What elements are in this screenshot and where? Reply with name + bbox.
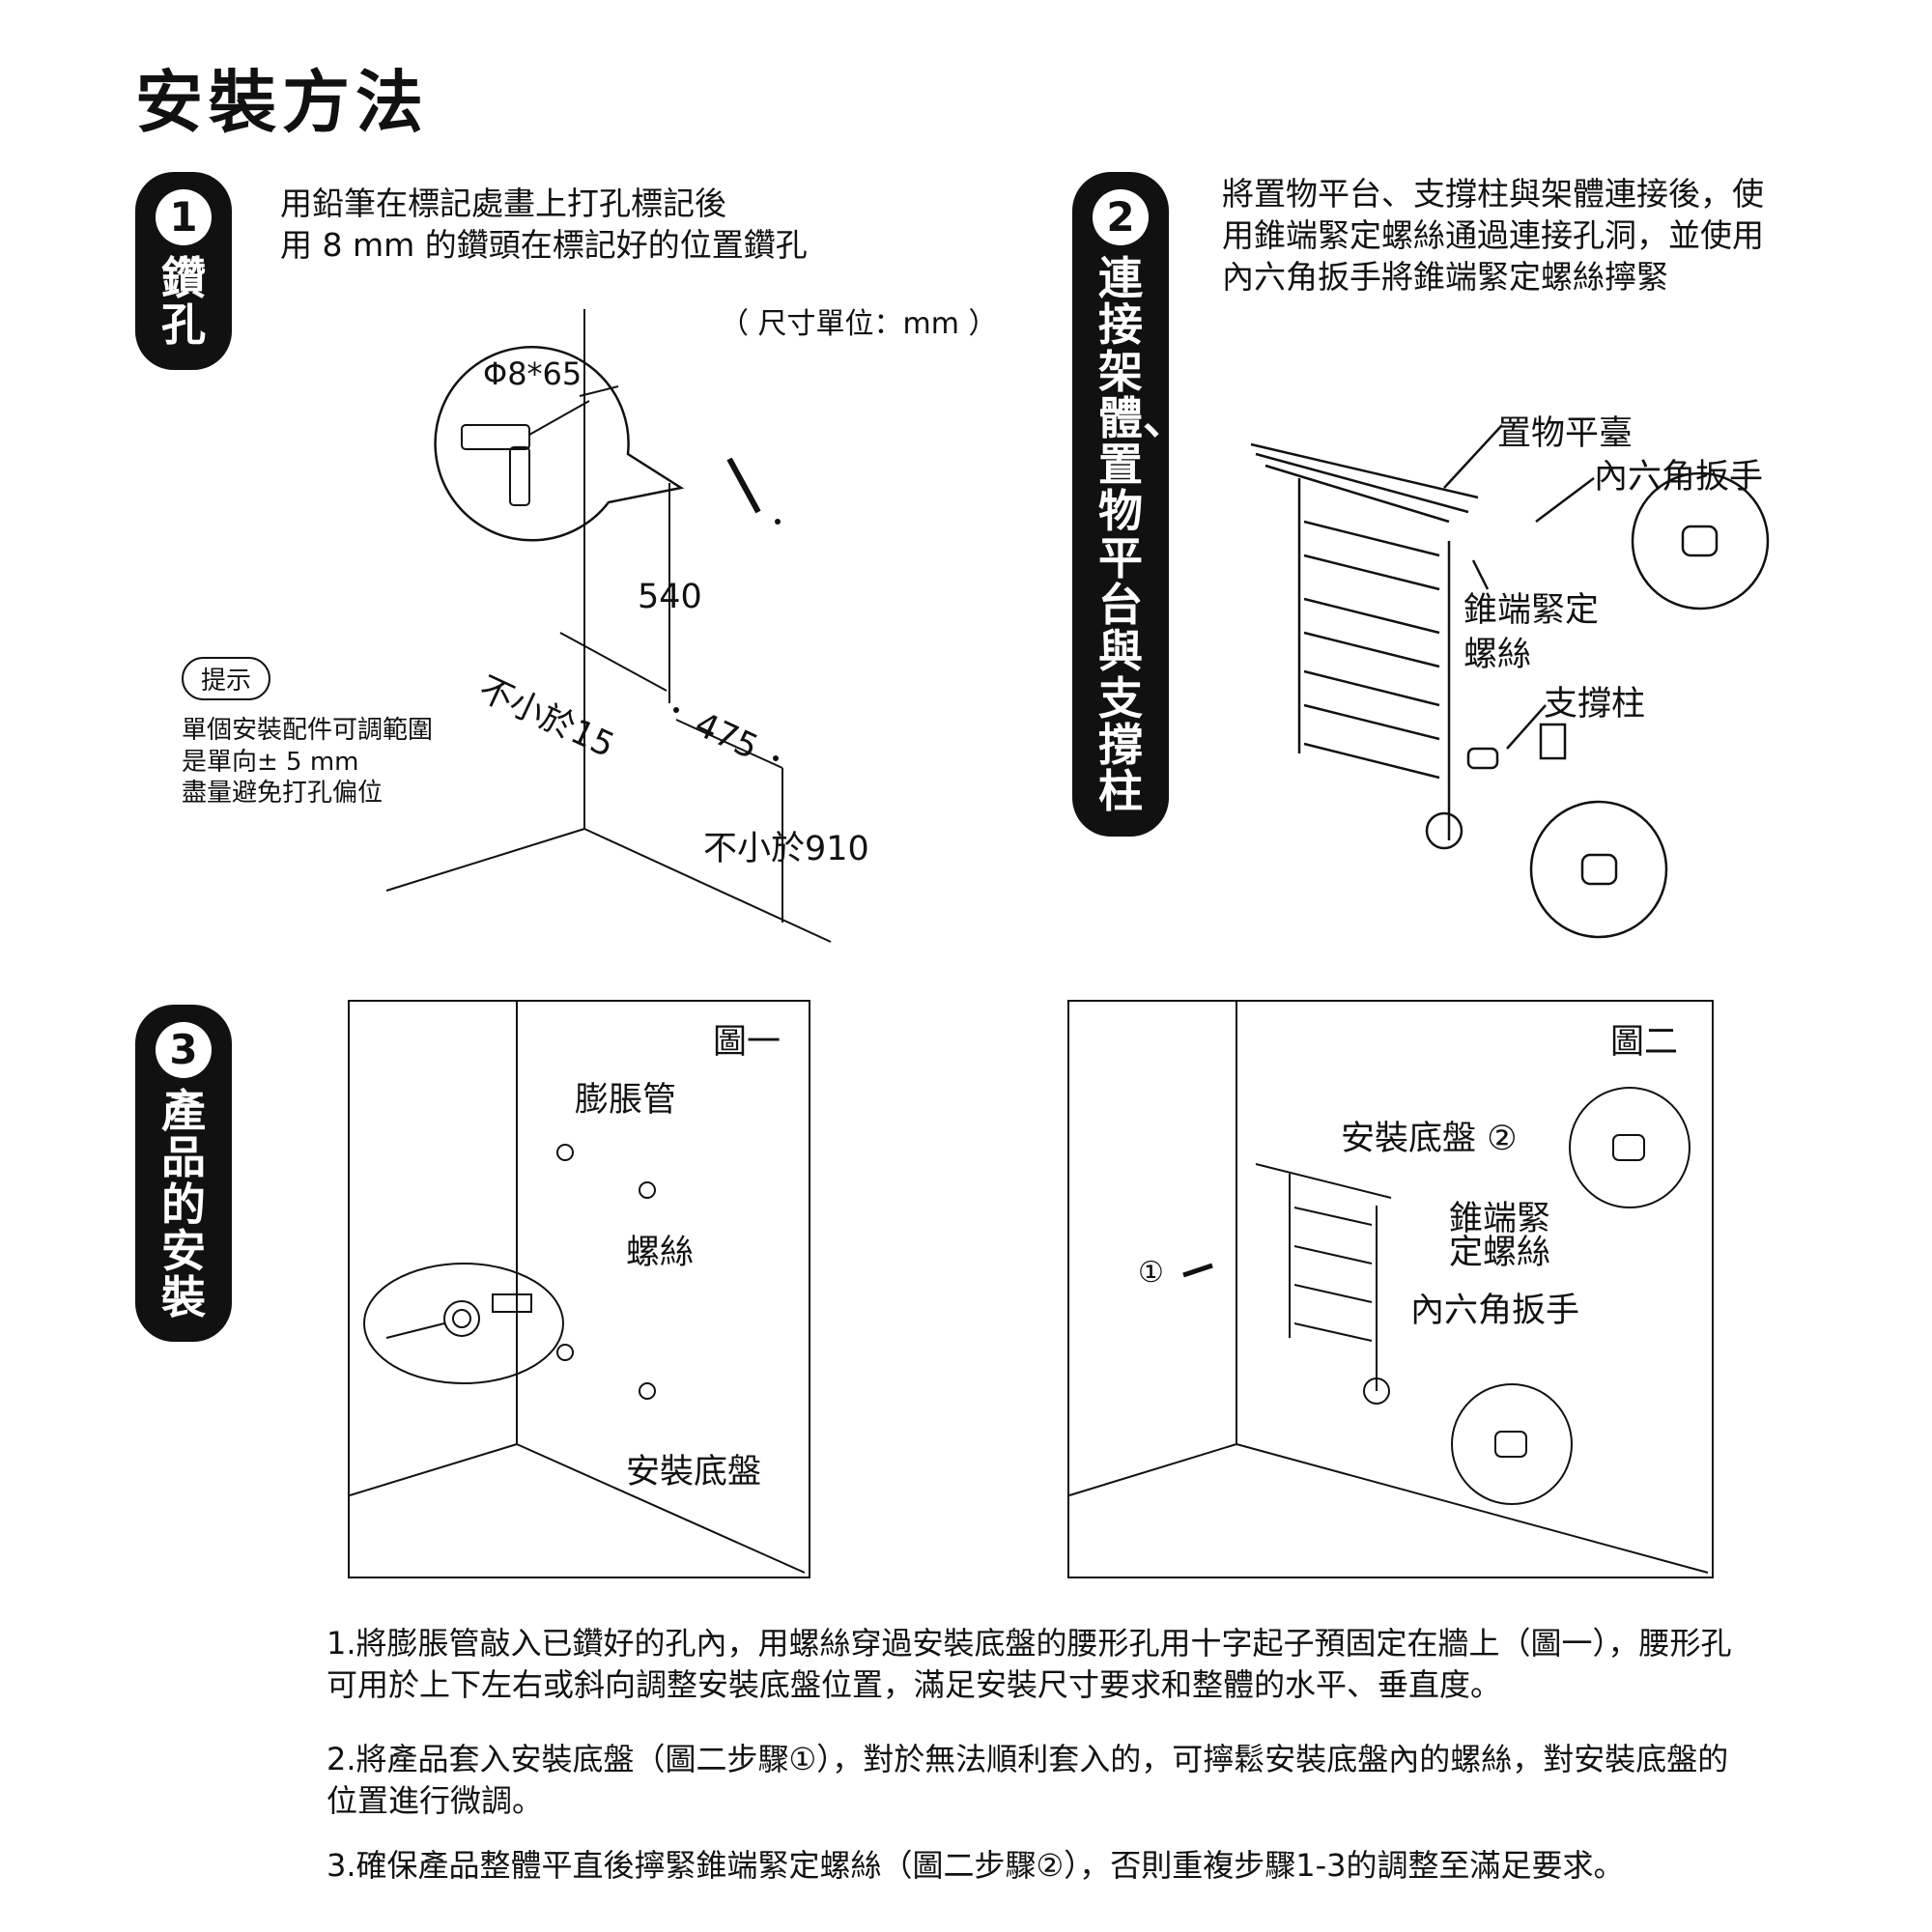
shelf-platform-label: 置物平臺 [1497, 414, 1634, 453]
step3-number: 3 [156, 1022, 212, 1078]
step1-number: 1 [156, 189, 212, 245]
dimension-min-910: 不小於910 [703, 830, 869, 868]
instruction-2: 2.將產品套入安裝底盤（圖二步驟①），對於無法順利套入的，可擰鬆安裝底盤內的螺絲… [327, 1741, 1729, 1820]
figure2-hex-wrench-label: 內六角扳手 [1410, 1292, 1580, 1330]
figure2-taper-screw-label: 錐端緊 定螺絲 [1449, 1200, 1551, 1272]
mount-base-label: 安裝底盤 [626, 1453, 762, 1492]
hex-wrench-label: 內六角扳手 [1594, 458, 1764, 497]
step3-label: 產品的安裝 [161, 1085, 206, 1324]
dimension-475: 475 [689, 705, 764, 768]
step1-badge: 1 鑽孔 [135, 172, 232, 370]
step3-badge: 3 產品的安裝 [135, 1005, 232, 1343]
figure1-caption: 圖一 [713, 1023, 781, 1062]
support-column-label: 支撐柱 [1544, 685, 1646, 724]
step1-label: 鑽孔 [161, 252, 206, 352]
step2-badge: 2 連接架體、置物平台與支撐柱 [1072, 172, 1187, 837]
screw-label: 螺絲 [626, 1234, 695, 1272]
figure2-caption: 圖二 [1610, 1023, 1679, 1062]
taper-screw-label: 錐端緊定 螺絲 [1463, 591, 1600, 674]
figure1-frame [348, 1000, 810, 1578]
step1-text: 用鉛筆在標記處畫上打孔標記後 用 8 mm 的鑽頭在標記好的位置鑽孔 [280, 185, 808, 264]
page-title: 安裝方法 [135, 63, 429, 142]
dimension-min-15: 不小於15 [472, 669, 620, 766]
expansion-tube-label: 膨脹管 [575, 1081, 677, 1120]
instruction-3: 3.確保產品整體平直後擰緊錐端緊定螺絲（圖二步驟②），否則重複步驟1-3的調整至… [327, 1847, 1625, 1884]
mount-base-2-label: 安裝底盤 ② [1341, 1120, 1518, 1158]
step2-number: 2 [1093, 189, 1149, 245]
dimension-540: 540 [638, 578, 702, 616]
unit-note: （ 尺寸單位：mm ） [720, 307, 998, 341]
step2-label: 連接架體、置物平台與支撐柱 [1098, 252, 1187, 818]
drill-size-label: Φ8*65 [483, 355, 582, 392]
step2-text: 將置物平台、支撐柱與架體連接後，使 用錐端緊定螺絲通過連接孔洞，並使用 內六角扳… [1222, 175, 1764, 296]
figure2-frame [1067, 1000, 1714, 1578]
hint-text: 單個安裝配件可調範圍 是單向± 5 mm 盡量避免打孔偏位 [182, 716, 434, 808]
figure2-step1-marker: ① [1138, 1256, 1164, 1290]
hint-badge: 提示 [182, 657, 271, 700]
instruction-1: 1.將膨脹管敲入已鑽好的孔內，用螺絲穿過安裝底盤的腰形孔用十字起子預固定在牆上（… [327, 1625, 1732, 1704]
